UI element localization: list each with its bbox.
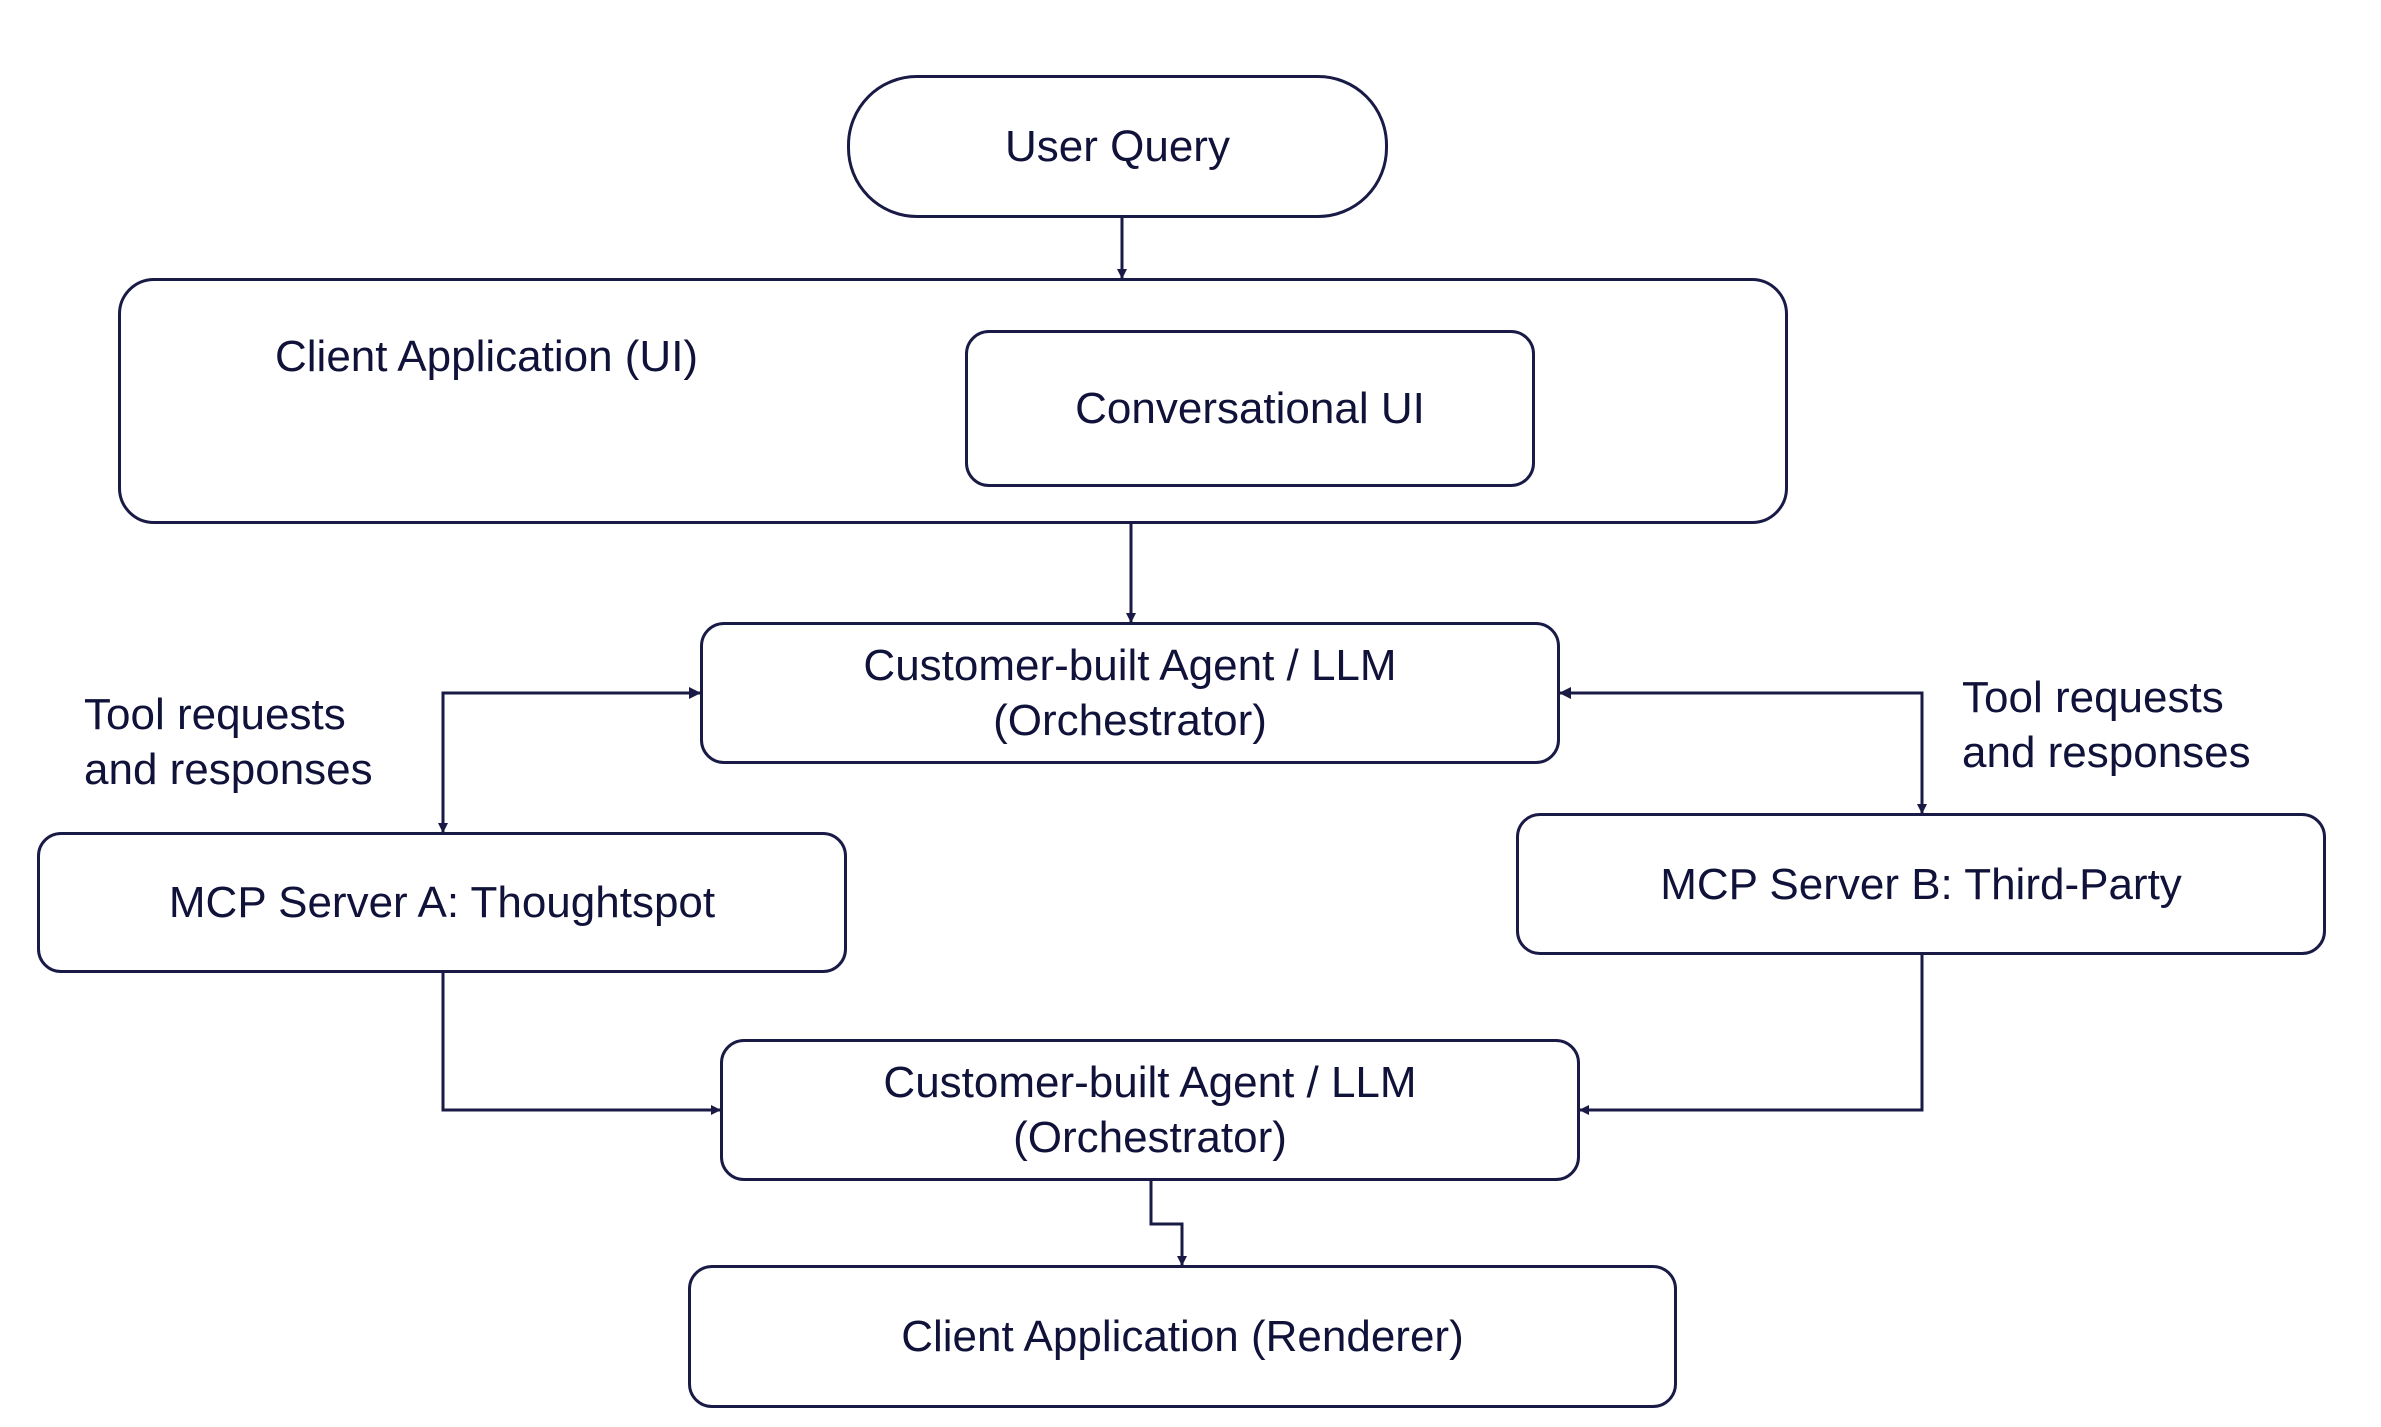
edge-mcp-b-to-agent-bottom xyxy=(1579,955,1924,1115)
edge-agent-top-to-mcp-b xyxy=(1560,691,1927,814)
arrowhead-into-agent-top-left xyxy=(689,687,701,699)
edge-agent-bottom-to-renderer xyxy=(1149,1181,1187,1266)
orchestrator-agent-top-node: Customer-built Agent / LLM (Orchestrator… xyxy=(700,622,1560,764)
edge-label-right: Tool requests and responses xyxy=(1962,670,2251,780)
client-application-renderer-label: Client Application (Renderer) xyxy=(901,1312,1464,1361)
arrowhead-into-agent-top-right xyxy=(1559,687,1571,699)
conversational-ui-node: Conversational UI xyxy=(965,330,1535,487)
orchestrator-agent-top-line1: Customer-built Agent / LLM xyxy=(863,641,1397,690)
mcp-server-b-label: MCP Server B: Third-Party xyxy=(1660,859,2182,909)
orchestrator-agent-bottom-line1: Customer-built Agent / LLM xyxy=(883,1058,1417,1107)
edge-agent-top-to-mcp-a xyxy=(438,691,700,833)
client-application-renderer-node: Client Application (Renderer) xyxy=(688,1265,1677,1408)
orchestrator-agent-bottom-node: Customer-built Agent / LLM (Orchestrator… xyxy=(720,1039,1580,1181)
edge-label-right-line2: and responses xyxy=(1962,728,2251,777)
edge-label-left: Tool requests and responses xyxy=(84,687,373,797)
edge-mcp-a-to-agent-bottom xyxy=(441,973,721,1115)
edge-label-left-line1: Tool requests xyxy=(84,690,346,739)
edge-label-right-line1: Tool requests xyxy=(1962,673,2224,722)
client-application-ui-container xyxy=(118,278,1788,524)
orchestrator-agent-bottom-line2: (Orchestrator) xyxy=(1013,1113,1287,1162)
conversational-ui-label: Conversational UI xyxy=(1075,384,1425,433)
mcp-server-b-node: MCP Server B: Third-Party xyxy=(1516,813,2326,955)
user-query-label: User Query xyxy=(1005,122,1230,171)
client-application-ui-label: Client Application (UI) xyxy=(275,332,699,381)
mcp-server-a-label: MCP Server A: Thoughtspot xyxy=(168,878,716,927)
edge-label-left-line2: and responses xyxy=(84,745,373,794)
mcp-server-a-node: MCP Server A: Thoughtspot xyxy=(37,832,847,973)
user-query-node: User Query xyxy=(847,75,1388,218)
orchestrator-agent-top-line2: (Orchestrator) xyxy=(993,696,1267,745)
